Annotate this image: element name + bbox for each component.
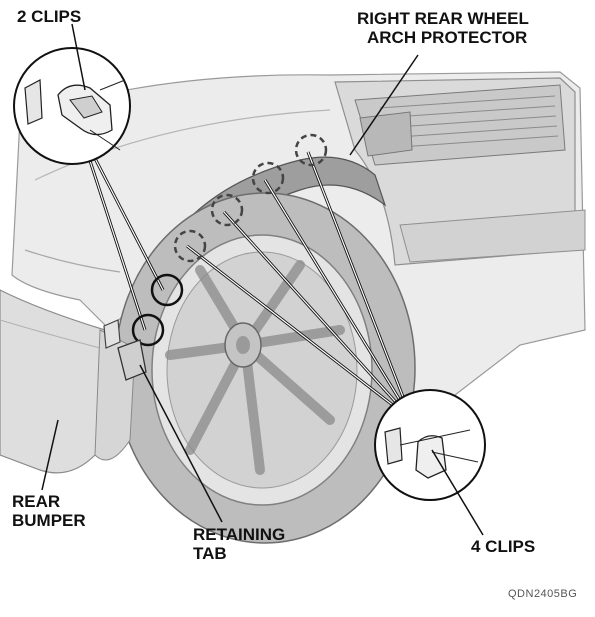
label-arch-protector-line1: RIGHT REAR WHEEL — [357, 10, 529, 28]
label-rear-bumper-line1: REAR — [12, 493, 60, 511]
label-rear-bumper-line2: BUMPER — [12, 512, 86, 530]
figure-code: QDN2405BG — [508, 588, 577, 600]
label-arch-protector-line2: ARCH PROTECTOR — [367, 29, 527, 47]
clip-detail-inset-top — [14, 48, 130, 164]
label-retaining-tab-line2: TAB — [193, 545, 227, 563]
clip-detail-inset-bottom — [375, 390, 485, 500]
label-2-clips: 2 CLIPS — [17, 8, 81, 26]
label-retaining-tab-line1: RETAINING — [193, 526, 285, 544]
label-4-clips: 4 CLIPS — [471, 538, 535, 556]
